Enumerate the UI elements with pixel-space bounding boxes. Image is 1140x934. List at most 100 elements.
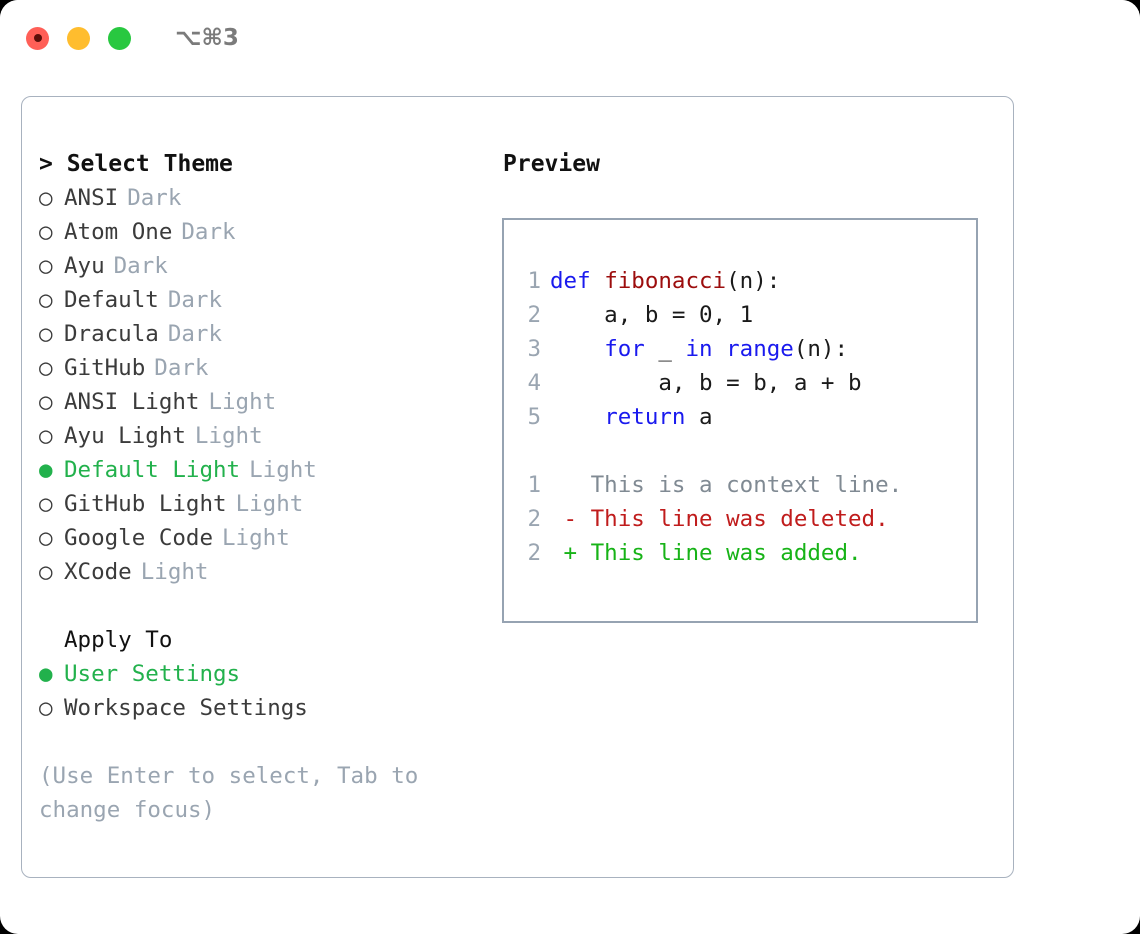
radio-unselected-icon: ○ xyxy=(39,525,53,551)
theme-option-variant-tag: Dark xyxy=(181,219,236,245)
code-token-kw: range xyxy=(726,336,794,362)
diff-line-ctx: 1 This is a context line. xyxy=(504,468,976,502)
diff-line-text: This is a context line. xyxy=(550,472,903,498)
radio-unselected-icon: ○ xyxy=(39,321,53,347)
theme-option-dracula[interactable]: ○ Dracula Dark xyxy=(39,317,502,351)
theme-option-label: GitHub Light xyxy=(64,491,227,517)
code-token-plain: (n): xyxy=(726,268,781,294)
theme-option-label: Google Code xyxy=(64,525,214,551)
theme-option-label: Default xyxy=(64,287,159,313)
preview-title: Preview xyxy=(503,151,600,177)
theme-option-ayu[interactable]: ○ Ayu Dark xyxy=(39,249,502,283)
code-token-plain: a, b = b, a + b xyxy=(550,370,862,396)
apply-to-option-user-settings[interactable]: ● User Settings xyxy=(39,657,502,691)
radio-selected-icon: ● xyxy=(39,661,53,687)
diff-line-text: + This line was added. xyxy=(550,540,862,566)
apply-to-option-workspace-settings[interactable]: ○Workspace Settings xyxy=(39,691,502,725)
code-line-text: a, b = 0, 1 xyxy=(550,298,753,332)
diff-line-add: 2 + This line was added. xyxy=(504,536,976,570)
code-line-number: 1 xyxy=(527,268,541,294)
theme-option-default-light[interactable]: ● Default Light Light xyxy=(39,453,502,487)
apply-to-option-label: User Settings xyxy=(64,661,241,687)
code-line: 3 for _ in range(n): xyxy=(504,332,976,366)
title-bar: ⌥⌘3 xyxy=(0,0,1140,76)
code-token-fn: fibonacci xyxy=(604,268,727,294)
theme-option-ansi-light[interactable]: ○ ANSI Light Light xyxy=(39,385,502,419)
theme-option-variant-tag: Dark xyxy=(113,253,168,279)
code-token-plain xyxy=(550,404,604,430)
theme-option-atom-one[interactable]: ○ Atom One Dark xyxy=(39,215,502,249)
radio-unselected-icon: ○ xyxy=(39,287,53,313)
radio-unselected-icon: ○ xyxy=(39,355,53,381)
code-line: 1 def fibonacci(n): xyxy=(504,264,976,298)
theme-option-label: ANSI xyxy=(64,185,119,211)
apply-to-options: ● User Settings ○Workspace Settings xyxy=(39,657,502,725)
apply-to-heading: Apply To xyxy=(64,627,173,653)
theme-option-variant-tag: Dark xyxy=(167,321,223,347)
diff-line-text: - This line was deleted. xyxy=(550,506,889,532)
keyboard-shortcut-label: ⌥⌘3 xyxy=(175,25,239,51)
code-token-kw: in xyxy=(685,336,713,362)
code-token-plain: a, b = 0, 1 xyxy=(550,302,754,328)
diff-line-number: 2 xyxy=(527,540,541,566)
code-token-kw: return xyxy=(604,404,686,430)
theme-option-github[interactable]: ○ GitHub Dark xyxy=(39,351,502,385)
code-line-number: 3 xyxy=(527,336,541,362)
code-token-kw: for xyxy=(604,336,645,362)
theme-option-google-code[interactable]: ○ Google Code Light xyxy=(39,521,502,555)
theme-option-label: Atom One xyxy=(64,219,173,245)
code-line: 4 a, b = b, a + b xyxy=(504,366,976,400)
theme-option-variant-tag: Light xyxy=(208,389,277,415)
code-line: 5 return a xyxy=(504,400,976,434)
diff-line-number: 1 xyxy=(527,472,541,498)
theme-option-label: Dracula xyxy=(64,321,159,347)
theme-option-label: XCode xyxy=(64,559,132,585)
keyboard-hint-text: (Use Enter to select, Tab to change focu… xyxy=(39,763,432,823)
radio-unselected-icon: ○ xyxy=(39,389,53,415)
theme-option-variant-tag: Dark xyxy=(154,355,209,381)
close-button[interactable] xyxy=(26,26,49,50)
code-line-text: a, b = b, a + b xyxy=(550,366,862,400)
theme-option-variant-tag: Light xyxy=(249,457,317,483)
code-token-plain: _ xyxy=(644,336,686,362)
diff-line-number: 2 xyxy=(527,506,541,532)
code-line-number: 2 xyxy=(527,302,541,328)
code-blank-line xyxy=(504,434,976,468)
theme-option-variant-tag: Dark xyxy=(167,287,223,313)
window-controls xyxy=(26,26,131,50)
radio-unselected-icon: ○ xyxy=(39,253,53,279)
radio-unselected-icon: ○ xyxy=(39,423,53,449)
diff-sample: 1 This is a context line. 2 - This line w… xyxy=(504,468,976,570)
code-line-text: for _ in range(n): xyxy=(550,332,848,366)
code-token-kw: def xyxy=(550,268,605,294)
code-line-text: return a xyxy=(550,400,712,434)
code-token-plain: (n): xyxy=(793,336,849,362)
theme-option-variant-tag: Light xyxy=(235,491,304,517)
theme-option-variant-tag: Light xyxy=(222,525,290,551)
theme-option-default[interactable]: ○ Default Dark xyxy=(39,283,502,317)
code-line: 2 a, b = 0, 1 xyxy=(504,298,976,332)
code-token-plain xyxy=(713,336,727,362)
maximize-button[interactable] xyxy=(108,26,131,50)
theme-list-header: > Select Theme xyxy=(39,151,233,177)
theme-option-label: ANSI Light xyxy=(64,389,200,415)
minimize-button[interactable] xyxy=(67,26,90,50)
theme-option-label: Ayu xyxy=(64,253,105,279)
theme-option-label: Ayu Light xyxy=(64,423,186,449)
radio-unselected-icon: ○ xyxy=(39,219,53,245)
radio-selected-icon: ● xyxy=(39,457,53,483)
theme-option-label: Default Light xyxy=(64,457,241,483)
code-line-number: 4 xyxy=(527,370,541,396)
theme-option-label: GitHub xyxy=(64,355,146,381)
